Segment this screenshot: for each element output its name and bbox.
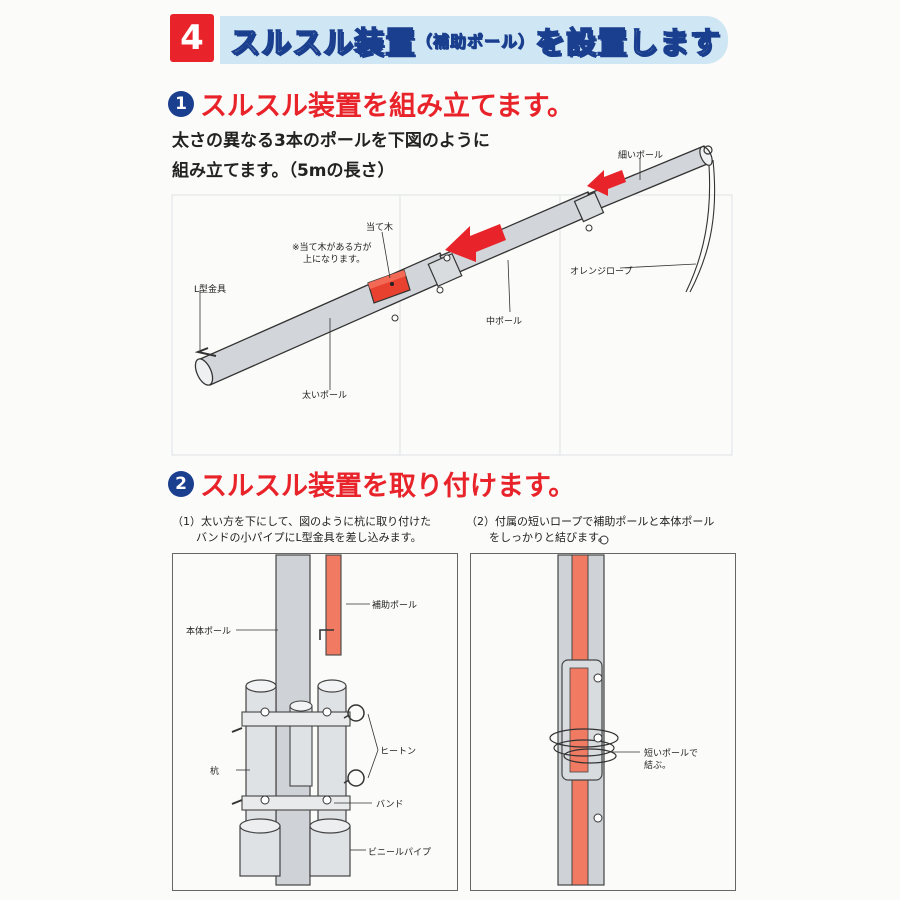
arrow-left-1 (445, 224, 506, 262)
caption-1-line1: （1）太い方を下にして、図のように杭に取り付けた (172, 515, 432, 528)
section2-number: 2 (168, 470, 194, 497)
left-figure (231, 554, 365, 886)
caption-2-line2: をしっかりと結びます。 (489, 531, 609, 544)
ghost-background-lines (171, 194, 733, 456)
title-paren: （補助ポール） (416, 32, 536, 52)
step-number-badge: 4 (170, 14, 214, 62)
wood-block (367, 269, 411, 304)
label-thick-pole: 太いポール (302, 391, 348, 401)
label-tie-line2: 結ぶ。 (644, 761, 672, 771)
section1-number: 1 (168, 90, 194, 117)
page-title: スルスル装置 （補助ポール） を設置します (220, 16, 728, 64)
l-bracket-shape (194, 347, 217, 357)
label-stake: 杭 (210, 767, 220, 777)
figure-frame-right (470, 553, 736, 891)
label-note-line1: ※当て木がある方が (292, 243, 372, 253)
section2-heading: 2 スルスル装置を取り付けます。 (168, 464, 575, 503)
label-eyelet: ヒートン (380, 747, 417, 757)
section2-heading-text: スルスル装置を取り付けます。 (200, 471, 576, 502)
section1-text-line1: 太さの異なる3本のポールを下図のように (172, 131, 490, 151)
caption-2-line1: （2）付属の短いロープで補助ポールと本体ポール (466, 515, 715, 528)
bolts (391, 224, 593, 322)
arrow-left-2 (587, 170, 626, 196)
thick-pole (194, 252, 453, 386)
leader-lines-left (236, 603, 379, 851)
label-aux-pole: 補助ポール (372, 601, 418, 611)
right-figure (549, 535, 619, 886)
label-note-line2: 上になります。 (303, 255, 366, 265)
label-band: バンド (376, 800, 404, 810)
title-main: スルスル装置 (229, 25, 416, 61)
rope-line-1 (689, 159, 716, 293)
figure-frame-left (172, 553, 458, 891)
middle-pole (427, 191, 599, 288)
rope-line-2 (685, 164, 711, 293)
label-main-pole: 本体ポール (186, 627, 232, 637)
label-l-bracket: L型金具 (194, 285, 227, 295)
label-orange-rope: オレンジロープ (570, 267, 633, 277)
thin-pole (573, 145, 713, 223)
section1-heading: 1 スルスル装置を組み立てます。 (168, 84, 574, 123)
caption-1-line2: バンドの小パイプにL型金具を差し込みます。 (196, 531, 422, 544)
section1-text-line2: 組み立てます。（5mの長さ） (172, 161, 395, 181)
label-middle-pole: 中ポール (486, 317, 523, 327)
leader-lines-1 (329, 158, 697, 390)
label-wood-block: 当て木 (366, 223, 394, 233)
label-tie-line1: 短いポールで (644, 749, 699, 759)
title-tail: を設置します (534, 25, 722, 61)
label-vinyl-pipe: ビニールパイプ (368, 848, 432, 858)
label-thin-pole: 細いポール (618, 151, 664, 161)
section1-heading-text: スルスル装置を組み立てます。 (200, 91, 574, 122)
